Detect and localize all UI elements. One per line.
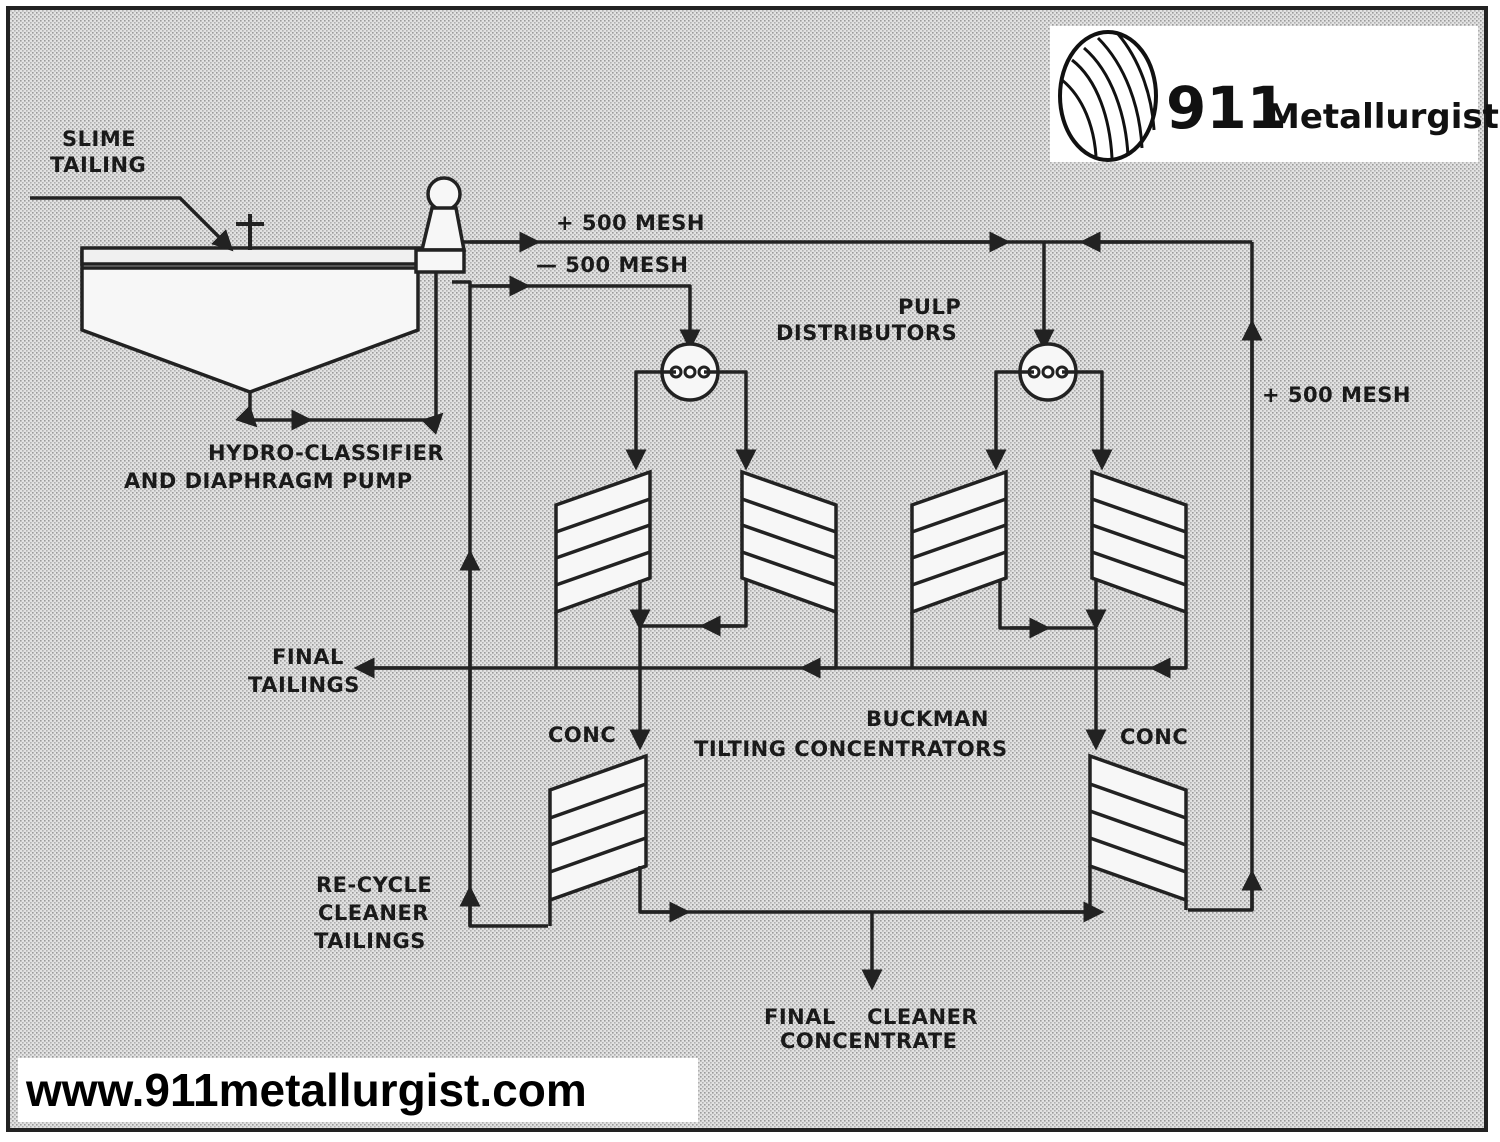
diaphragm-pump bbox=[414, 176, 467, 306]
label-recycle: RE-CYCLE bbox=[316, 873, 432, 897]
label-minus-500-mesh: — 500 MESH bbox=[536, 253, 688, 277]
label-concentrate: CONCENTRATE bbox=[780, 1029, 957, 1053]
label-tailing: TAILING bbox=[50, 153, 146, 177]
label-conc-left: CONC bbox=[548, 723, 616, 747]
label-tilting-concentrators: TILTING CONCENTRATORS bbox=[694, 737, 1008, 761]
label-final: FINAL bbox=[272, 645, 344, 669]
label-diaphragm-pump: AND DIAPHRAGM PUMP bbox=[124, 469, 413, 493]
label-hydro-classifier: HYDRO-CLASSIFIER bbox=[208, 441, 444, 465]
label-cleaner: CLEANER bbox=[318, 901, 429, 925]
label-slime: SLIME bbox=[62, 127, 136, 151]
logo-word: Metallurgist bbox=[1266, 97, 1499, 137]
cleaner-deck-left bbox=[548, 753, 648, 903]
label-final-tailings: TAILINGS bbox=[248, 673, 360, 697]
pulp-distributor-right bbox=[1018, 342, 1078, 402]
label-distributors: DISTRIBUTORS bbox=[776, 321, 957, 345]
label-cleaner-tailings: TAILINGS bbox=[314, 929, 426, 953]
logo-emblem-icon bbox=[1058, 30, 1158, 162]
label-conc-right: CONC bbox=[1120, 725, 1188, 749]
label-pulp: PULP bbox=[898, 295, 961, 319]
label-buckman: BUCKMAN bbox=[866, 707, 989, 731]
company-logo: 911 Metallurgist bbox=[1050, 26, 1499, 162]
rougher-deck-2 bbox=[740, 469, 838, 615]
label-final-cleaner: FINAL CLEANER bbox=[764, 1005, 978, 1029]
label-plus-500-mesh-top: + 500 MESH bbox=[556, 211, 705, 235]
cleaner-deck-right bbox=[1088, 753, 1188, 903]
hydro-classifier bbox=[80, 214, 454, 394]
rougher-deck-1 bbox=[554, 469, 652, 615]
rougher-deck-3 bbox=[910, 469, 1008, 615]
website-url[interactable]: www.911metallurgist.com bbox=[25, 1064, 587, 1116]
label-plus-500-mesh-right: + 500 MESH bbox=[1262, 383, 1411, 407]
logo-number: 911 bbox=[1166, 74, 1287, 142]
